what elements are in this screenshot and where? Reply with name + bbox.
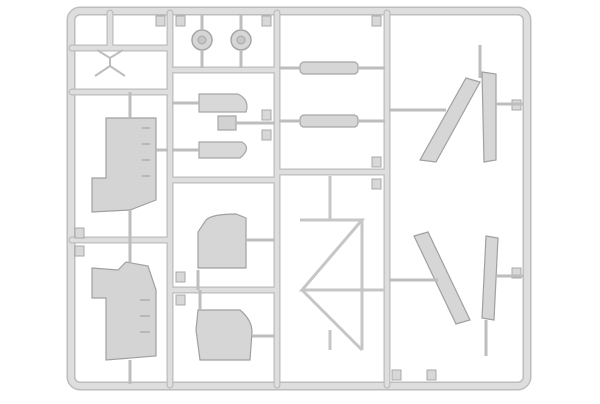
part-truss-strut (298, 176, 385, 352)
part-middle-panels (195, 213, 253, 361)
part-left-panel-upper (91, 117, 157, 213)
part-yoke-bracket (94, 49, 126, 77)
part-cowl-attach-gates (172, 101, 275, 152)
part-right-struts-lower (389, 231, 524, 356)
part-wheels (191, 14, 252, 68)
part-left-panel-lower (91, 261, 157, 361)
part-right-struts-upper (389, 45, 524, 163)
part-middle-gates (196, 238, 275, 338)
sprue-runners (68, 9, 391, 389)
part-left-gates (128, 92, 168, 384)
part-cowl-panels (198, 93, 248, 159)
part-cylinders (279, 61, 385, 128)
sprue-outer-frame (66, 6, 532, 391)
